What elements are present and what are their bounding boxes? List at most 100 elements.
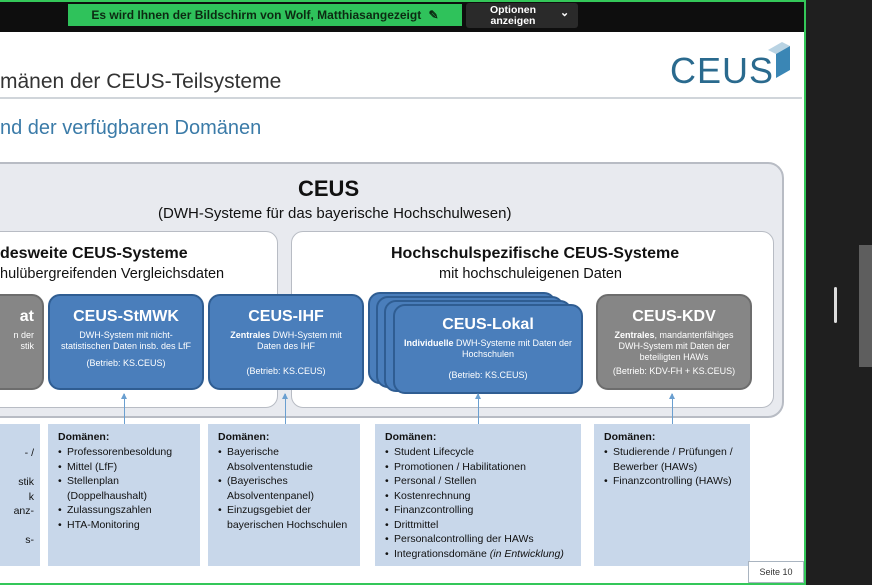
right-group-title: Hochschulspezifische CEUS-Systeme — [391, 245, 680, 262]
page-number: Seite 10 — [748, 561, 804, 583]
box-lokal-title: CEUS-Lokal — [442, 316, 534, 333]
list-item: Personal / Stellen — [385, 474, 581, 489]
box-partial-left: at n der stik — [0, 294, 44, 390]
box-lokal-desc-bold: Individuelle — [403, 338, 454, 348]
box-kdv-desc-bold: Zentrales — [614, 330, 655, 340]
slide-title: mänen der CEUS-Teilsysteme — [0, 70, 282, 93]
box-ihf-desc: Zentrales DWH-System mit Daten des IHF — [210, 330, 362, 352]
logo-cube-icon — [768, 42, 790, 78]
list-item: Stellenplan — [58, 474, 200, 489]
list-item: Drittmittel — [385, 518, 581, 533]
box-lokal-desc-text: DWH-Systeme mit Daten der Hochschulen — [453, 338, 573, 359]
domains-lokal: Domänen: Student Lifecycle Promotionen /… — [375, 424, 581, 566]
list-item: Student Lifecycle — [385, 445, 581, 460]
pen-icon: ✎ — [428, 8, 439, 22]
box-ceus-stmwk: CEUS-StMWK DWH-System mit nicht-statisti… — [48, 294, 204, 390]
box-partial-title: at — [19, 308, 34, 325]
domains-partial-list: - / stik k anz- s- — [0, 446, 40, 548]
domains-lokal-heading: Domänen: — [385, 431, 437, 443]
domains-stmwk-list: Professorenbesoldung Mittel (LfF) Stelle… — [58, 445, 200, 532]
list-item — [0, 461, 34, 476]
list-item: Finanzcontrolling — [385, 503, 581, 518]
zoom-share-bar: Es wird Ihnen der Bildschirm von Wolf, M… — [0, 0, 806, 32]
box-kdv-title: CEUS-KDV — [632, 308, 716, 325]
shared-slide: mänen der CEUS-Teilsysteme CEUS nd der v… — [0, 0, 806, 583]
connector-ihf — [282, 393, 288, 424]
list-item: Finanzcontrolling (HAWs) — [604, 474, 750, 489]
view-options-button[interactable]: Optionen anzeigen ⌄ — [466, 3, 578, 28]
right-group-subtitle: mit hochschuleigenen Daten — [439, 266, 622, 282]
domains-kdv: Domänen: Studierende / Prüfungen / Bewer… — [594, 424, 750, 566]
domains-stmwk: Domänen: Professorenbesoldung Mittel (Lf… — [48, 424, 200, 566]
box-ceus-kdv: CEUS-KDV Zentrales, mandantenfähiges DWH… — [596, 294, 752, 390]
list-item: s- — [25, 534, 34, 546]
list-item: Studierende / Prüfungen / — [604, 445, 750, 460]
list-item: Mittel (LfF) — [58, 460, 200, 475]
box-kdv-desc-text: , mandantenfähiges DWH-System mit Daten … — [618, 330, 734, 362]
list-item: Absolventenstudie — [227, 460, 313, 473]
view-options-label: Optionen anzeigen — [472, 5, 554, 27]
left-group-subtitle: hulübergreifenden Vergleichsdaten — [0, 266, 225, 282]
list-item: Zulassungszahlen — [58, 503, 200, 518]
list-item: (Doppelhaushalt) — [67, 489, 147, 502]
slide-subtitle: nd der verfügbaren Domänen — [0, 117, 262, 139]
ceus-logo: CEUS — [670, 40, 790, 92]
connector-lokal — [475, 393, 481, 424]
participant-thumbnail[interactable] — [859, 245, 872, 367]
list-item-note: (in Entwicklung) — [489, 547, 564, 560]
list-item: Integrationsdomäne (in Entwicklung) — [385, 547, 581, 562]
connector-stmwk — [121, 393, 127, 424]
box-ihf-desc-bold: Zentrales — [230, 330, 271, 340]
box-ceus-lokal: CEUS-Lokal Individuelle DWH-Systeme mit … — [393, 304, 583, 394]
domains-kdv-heading: Domänen: — [604, 431, 656, 443]
list-item: stik — [18, 476, 34, 488]
share-notice-text: Es wird Ihnen der Bildschirm von Wolf, M… — [91, 8, 422, 22]
list-item: bayerischen Hochschulen — [227, 518, 348, 531]
box-stmwk-title: CEUS-StMWK — [73, 308, 179, 325]
list-item: HTA-Monitoring — [58, 518, 200, 533]
list-item: Professorenbesoldung — [58, 445, 200, 460]
view-options-line2: anzeigen — [490, 15, 536, 27]
box-lokal-desc: Individuelle DWH-Systeme mit Daten der H… — [395, 338, 581, 360]
domains-ihf-list: Bayerische Absolventenstudie (Bayerische… — [218, 445, 360, 532]
list-item — [0, 519, 34, 534]
domains-partial: - / stik k anz- s- — [0, 424, 40, 566]
box-stmwk-desc: DWH-System mit nicht-statistischen Daten… — [60, 330, 192, 351]
box-partial-line1: n der — [13, 330, 34, 340]
ceus-subheading: (DWH-Systeme für das bayerische Hochschu… — [158, 205, 512, 222]
list-item-text: Integrationsdomäne — [394, 547, 487, 560]
view-options-line1: Optionen — [489, 4, 537, 16]
chevron-down-icon: ⌄ — [560, 7, 570, 19]
box-ihf-desc-text: DWH-System mit Daten des IHF — [256, 330, 342, 351]
domains-ihf-heading: Domänen: — [218, 431, 270, 443]
screen-share-notice: Es wird Ihnen der Bildschirm von Wolf, M… — [68, 4, 462, 26]
list-item: Kostenrechnung — [385, 489, 581, 504]
domains-lokal-list: Student Lifecycle Promotionen / Habilita… — [385, 445, 581, 561]
list-item: Absolventenpanel) — [227, 489, 314, 502]
domains-kdv-list: Studierende / Prüfungen / Bewerber (HAWs… — [604, 445, 750, 489]
box-kdv-operator: (Betrieb: KDV-FH + KS.CEUS) — [612, 366, 736, 376]
list-item: Personalcontrolling der HAWs — [385, 532, 581, 547]
list-item: Einzugsgebiet der — [218, 503, 360, 518]
list-item: Bewerber (HAWs) — [613, 460, 698, 473]
list-item: (Bayerisches — [218, 474, 360, 489]
ceus-heading: CEUS — [298, 176, 360, 201]
panel-resize-handle[interactable] — [834, 287, 837, 323]
box-ihf-title: CEUS-IHF — [248, 308, 324, 325]
box-ceus-ihf: CEUS-IHF Zentrales DWH-System mit Daten … — [208, 294, 364, 390]
list-item: anz- — [13, 505, 34, 517]
domains-stmwk-heading: Domänen: — [58, 431, 110, 443]
left-group-title: desweite CEUS-Systeme — [0, 245, 188, 262]
box-stmwk-operator: (Betrieb: KS.CEUS) — [86, 358, 166, 368]
box-partial-line2: stik — [20, 341, 35, 351]
box-lokal-operator: (Betrieb: KS.CEUS) — [448, 370, 528, 380]
list-item: k — [28, 490, 34, 503]
list-item: Bayerische — [218, 445, 360, 460]
list-item: - / — [24, 447, 34, 459]
box-kdv-desc: Zentrales, mandantenfähiges DWH-System m… — [598, 330, 750, 363]
title-divider — [0, 97, 802, 99]
logo-text: CEUS — [670, 50, 775, 91]
box-ihf-operator: (Betrieb: KS.CEUS) — [246, 366, 326, 376]
domains-ihf: Domänen: Bayerische Absolventenstudie (B… — [208, 424, 360, 566]
connector-kdv — [669, 393, 675, 424]
